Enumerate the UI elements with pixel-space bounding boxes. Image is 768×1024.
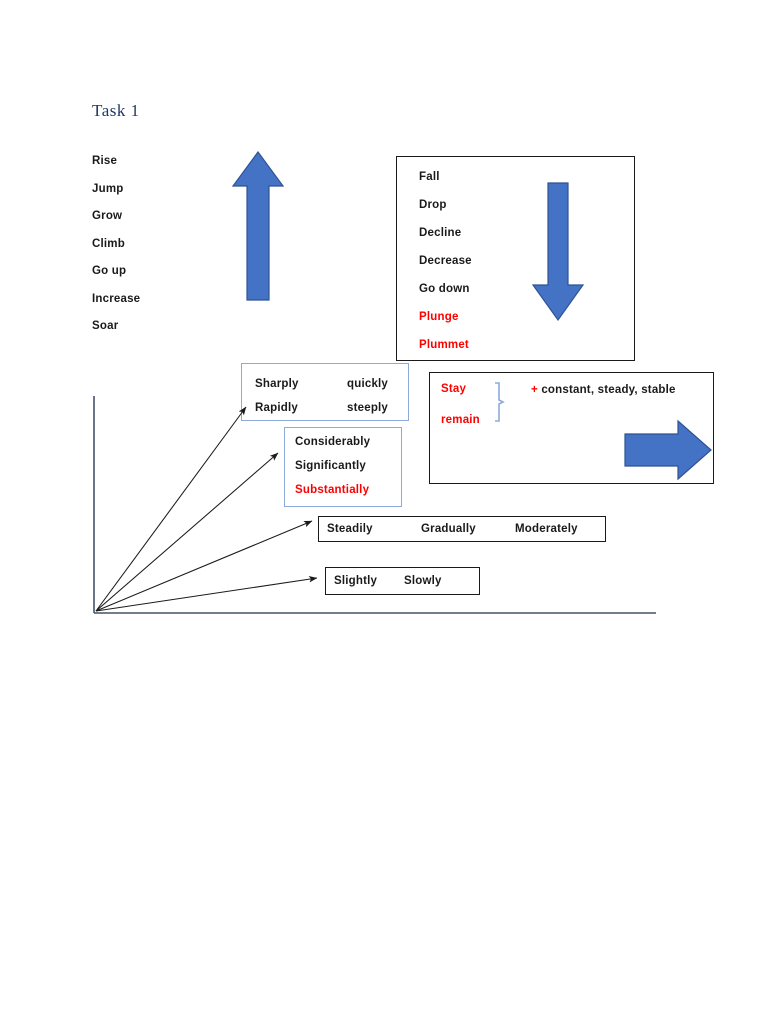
list-item: Soar bbox=[92, 320, 119, 332]
slope-arrow-considerably bbox=[95, 452, 279, 612]
list-item: Gradually bbox=[421, 523, 476, 535]
list-item: Climb bbox=[92, 237, 125, 250]
list-item: Decrease bbox=[419, 255, 472, 267]
stay-suffix-text: + constant, steady, stable bbox=[531, 384, 676, 396]
list-item: Drop bbox=[419, 199, 447, 211]
up-arrow-icon bbox=[231, 150, 285, 301]
slope-arrow-steadily bbox=[95, 520, 313, 612]
list-item: Moderately bbox=[515, 523, 578, 535]
table-row: Sharply quickly bbox=[255, 374, 388, 392]
list-item: Slowly bbox=[404, 575, 442, 587]
sharply-box: Sharply quickly Rapidly steeply bbox=[241, 363, 409, 421]
list-item: Rise bbox=[92, 155, 118, 167]
steadily-box: Steadily Gradually Moderately bbox=[318, 516, 606, 542]
list-item: Rapidly bbox=[255, 402, 298, 414]
slope-arrow-sharply bbox=[95, 406, 247, 612]
list-item: Grow bbox=[92, 210, 123, 222]
page-title: Task 1 bbox=[92, 101, 140, 120]
list-item: Considerably bbox=[295, 436, 371, 448]
list-item: steeply bbox=[347, 402, 389, 414]
list-item: quickly bbox=[347, 378, 389, 390]
slope-arrow-slightly bbox=[95, 575, 318, 612]
list-item: Increase bbox=[92, 292, 141, 305]
list-item: Plummet bbox=[419, 339, 469, 351]
slightly-box: Slightly Slowly bbox=[325, 567, 480, 595]
list-item: Fall bbox=[419, 171, 440, 183]
fall-synonyms-box: Fall Drop Decline Decrease Go down Plung… bbox=[396, 156, 635, 361]
list-item: remain bbox=[441, 414, 480, 426]
table-row: Rapidly steeply bbox=[255, 398, 388, 416]
list-item: Slightly bbox=[334, 575, 378, 587]
list-item: Stay bbox=[441, 383, 467, 395]
list-item: Steadily bbox=[327, 523, 373, 535]
stay-synonyms-box: Stay remain + constant, steady, stable bbox=[429, 372, 714, 484]
list-item: Go up bbox=[92, 265, 127, 277]
list-item: Plunge bbox=[419, 311, 459, 323]
considerably-box: Considerably Significantly Substantially bbox=[284, 427, 402, 507]
fall-synonyms-list: Fall Drop Decline Decrease Go down Plung… bbox=[419, 171, 472, 367]
list-item: Go down bbox=[419, 283, 470, 295]
list-item: Sharply bbox=[255, 378, 299, 390]
list-item: Jump bbox=[92, 182, 124, 195]
stay-suffix-words: constant, steady, stable bbox=[537, 384, 676, 396]
list-item: Significantly bbox=[295, 460, 366, 472]
rise-synonyms-list: Rise Jump Grow Climb Go up Increase Soar bbox=[92, 155, 140, 348]
list-item: Substantially bbox=[295, 484, 370, 496]
plus-sign: + bbox=[531, 384, 538, 396]
list-item: Decline bbox=[419, 227, 462, 239]
